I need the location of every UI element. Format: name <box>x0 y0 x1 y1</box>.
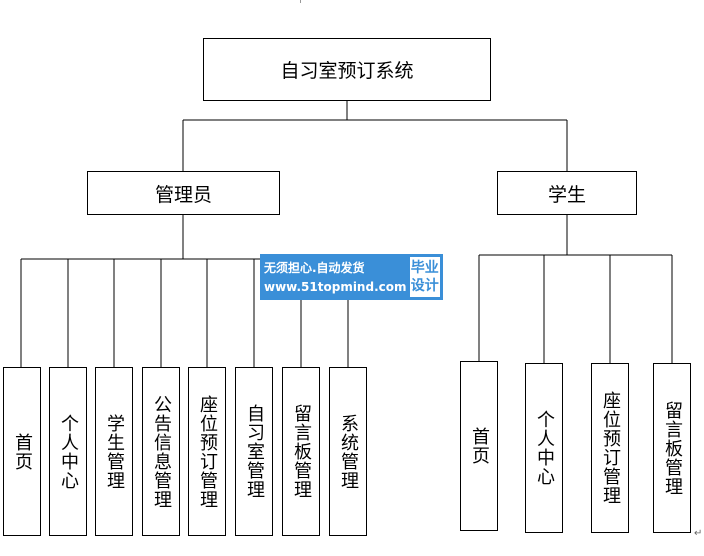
admin-child-student-mgmt: 学生管理 <box>95 367 133 536</box>
admin-child-student-mgmt-label: 学生管理 <box>104 413 125 490</box>
page-tick-mark <box>300 0 301 3</box>
root-label: 自习室预订系统 <box>280 60 414 82</box>
watermark-badge: 毕业 设计 <box>406 254 443 300</box>
admin-child-room-mgmt: 自习室管理 <box>235 367 273 536</box>
student-child-profile-label: 个人中心 <box>534 410 555 486</box>
admin-child-board-mgmt: 留言板管理 <box>282 367 320 536</box>
admin-child-notice-mgmt: 公告信息管理 <box>142 367 180 536</box>
admin-child-profile: 个人中心 <box>49 367 87 536</box>
admin-child-board-mgmt-label: 留言板管理 <box>291 404 312 499</box>
student-child-board-mgmt: 留言板管理 <box>653 363 691 533</box>
student-child-seat-mgmt-label: 座位预订管理 <box>600 391 621 505</box>
node-student-label: 学生 <box>547 183 586 206</box>
admin-child-system-mgmt: 系统管理 <box>329 367 367 536</box>
watermark-line2: www.51topmind.com <box>264 280 407 294</box>
watermark-banner: 无须担心.自动发货 www.51topmind.com 毕业 设计 <box>260 254 443 300</box>
student-child-home-label: 首页 <box>469 427 490 465</box>
admin-child-home-label: 首页 <box>12 432 33 471</box>
root-node: 自习室预订系统 <box>203 38 491 101</box>
student-child-board-mgmt-label: 留言板管理 <box>662 400 683 496</box>
watermark-line1: 无须担心.自动发货 <box>264 261 365 275</box>
admin-child-profile-label: 个人中心 <box>58 413 79 490</box>
admin-child-seat-mgmt-label: 座位预订管理 <box>197 394 218 509</box>
node-admin: 管理员 <box>87 171 280 215</box>
watermark-badge-line2: 设计 <box>410 278 439 294</box>
node-student: 学生 <box>497 171 637 215</box>
watermark-text: 无须担心.自动发货 www.51topmind.com <box>260 254 407 300</box>
paragraph-mark-icon: ↵ <box>694 528 703 539</box>
admin-child-room-mgmt-label: 自习室管理 <box>244 404 265 499</box>
student-child-seat-mgmt: 座位预订管理 <box>591 363 629 533</box>
student-child-home: 首页 <box>460 361 498 531</box>
admin-child-seat-mgmt: 座位预订管理 <box>188 367 226 536</box>
watermark-badge-line1: 毕业 <box>410 260 439 276</box>
student-child-profile: 个人中心 <box>525 363 563 533</box>
node-admin-label: 管理员 <box>154 183 212 206</box>
admin-child-system-mgmt-label: 系统管理 <box>338 413 359 490</box>
admin-child-notice-mgmt-label: 公告信息管理 <box>151 394 172 509</box>
admin-child-home: 首页 <box>3 367 41 536</box>
